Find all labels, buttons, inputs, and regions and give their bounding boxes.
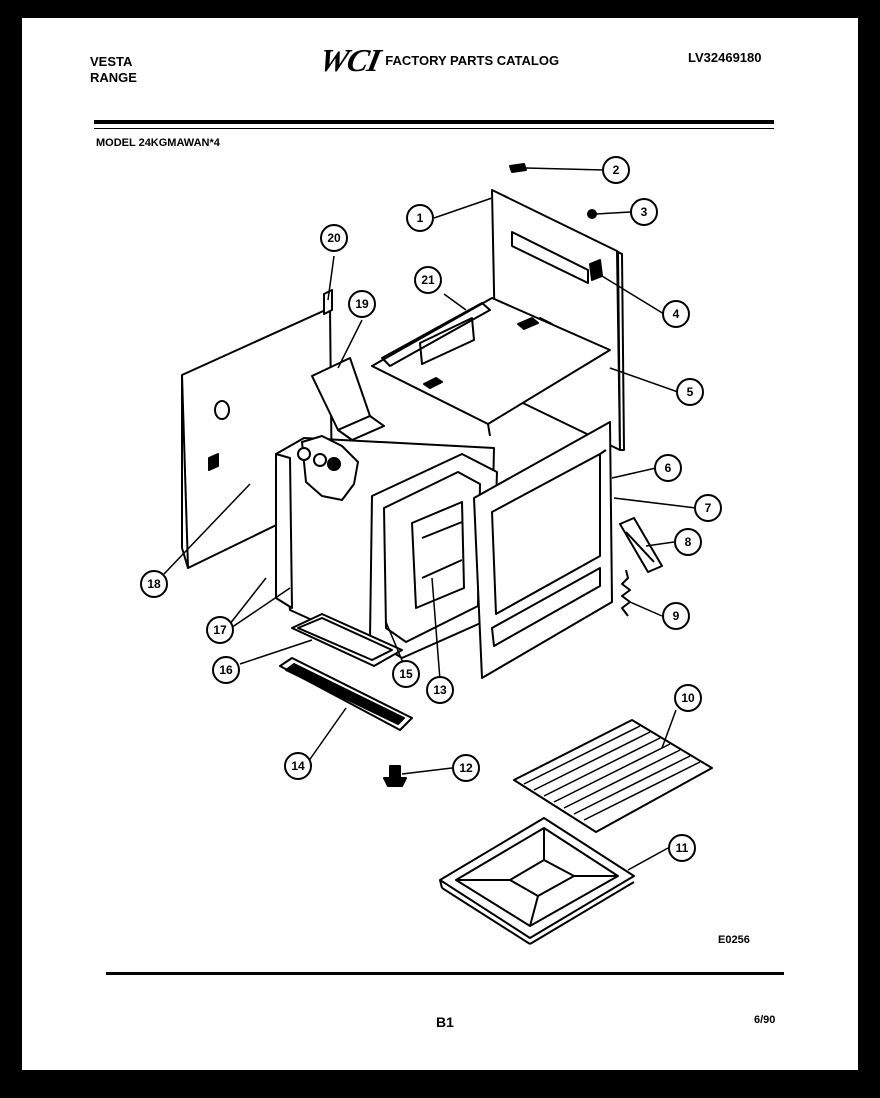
svg-text:9: 9 bbox=[673, 609, 680, 623]
brand-name: VESTA bbox=[90, 54, 133, 69]
footer-rule bbox=[106, 972, 784, 975]
callout-4: 4 bbox=[662, 300, 690, 328]
exploded-parts-diagram: 1 2 3 4 5 6 7 8 9 10 11 12 13 14 15 16 1… bbox=[140, 156, 722, 945]
svg-text:16: 16 bbox=[219, 663, 233, 677]
part-leveling-leg bbox=[383, 765, 407, 787]
callout-17: 17 bbox=[206, 616, 234, 644]
part-front-frame bbox=[369, 453, 498, 659]
callout-9: 9 bbox=[662, 602, 690, 630]
svg-text:4: 4 bbox=[673, 307, 680, 321]
callout-1: 1 bbox=[406, 204, 434, 232]
callout-10: 10 bbox=[674, 684, 702, 712]
page-number: B1 bbox=[436, 1014, 454, 1030]
leader-lines bbox=[163, 167, 697, 871]
part-broiler-pan bbox=[439, 817, 635, 945]
brand-block: VESTA RANGE bbox=[90, 54, 137, 86]
svg-text:6: 6 bbox=[665, 461, 672, 475]
callout-6: 6 bbox=[654, 454, 682, 482]
part-callouts: 1 2 3 4 5 6 7 8 9 10 11 12 13 14 15 16 1… bbox=[140, 156, 722, 862]
callout-18: 18 bbox=[140, 570, 168, 598]
callout-2: 2 bbox=[602, 156, 630, 184]
part-hinge-spring bbox=[621, 569, 631, 617]
header-title: WCI FACTORY PARTS CATALOG bbox=[316, 42, 560, 78]
diagram-code: E0256 bbox=[718, 934, 750, 946]
svg-text:20: 20 bbox=[327, 231, 341, 245]
callout-5: 5 bbox=[676, 378, 704, 406]
svg-text:11: 11 bbox=[676, 841, 689, 855]
document-id: LV32469180 bbox=[688, 50, 762, 65]
callout-13: 13 bbox=[426, 676, 454, 704]
header-rule bbox=[94, 120, 774, 124]
revision-date: 6/90 bbox=[754, 1014, 776, 1026]
callout-21: 21 bbox=[414, 266, 442, 294]
svg-text:21: 21 bbox=[421, 273, 435, 287]
svg-text:13: 13 bbox=[433, 683, 447, 697]
part-door-hinge bbox=[619, 517, 663, 573]
callout-3: 3 bbox=[630, 198, 658, 226]
callout-8: 8 bbox=[674, 528, 702, 556]
catalog-title: FACTORY PARTS CATALOG bbox=[385, 52, 560, 68]
svg-text:19: 19 bbox=[355, 297, 369, 311]
catalog-sheet: VESTA RANGE WCI FACTORY PARTS CATALOG LV… bbox=[22, 18, 858, 1070]
model-number: MODEL 24KGMAWAN*4 bbox=[96, 137, 220, 149]
svg-text:17: 17 bbox=[213, 623, 227, 637]
header-rule-thin bbox=[94, 128, 774, 129]
part-oven-rack bbox=[513, 719, 713, 833]
callout-7: 7 bbox=[694, 494, 722, 522]
callout-19: 19 bbox=[348, 290, 376, 318]
svg-text:8: 8 bbox=[685, 535, 692, 549]
callout-14: 14 bbox=[284, 752, 312, 780]
svg-text:15: 15 bbox=[399, 667, 413, 681]
svg-text:7: 7 bbox=[705, 501, 712, 515]
svg-text:14: 14 bbox=[291, 759, 305, 773]
svg-text:18: 18 bbox=[147, 577, 161, 591]
svg-text:10: 10 bbox=[681, 691, 695, 705]
part-top-panel bbox=[371, 297, 611, 437]
svg-text:5: 5 bbox=[687, 385, 694, 399]
part-vent-bracket bbox=[311, 357, 385, 441]
svg-text:2: 2 bbox=[613, 163, 620, 177]
product-type: RANGE bbox=[90, 70, 137, 85]
svg-text:1: 1 bbox=[417, 211, 424, 225]
part-oven-door bbox=[473, 421, 613, 679]
callout-16: 16 bbox=[212, 656, 240, 684]
callout-11: 11 bbox=[668, 834, 696, 862]
part-kick-panel bbox=[279, 657, 413, 731]
part-oven-bottom bbox=[291, 613, 403, 667]
svg-text:3: 3 bbox=[641, 205, 648, 219]
callout-20: 20 bbox=[320, 224, 348, 252]
callout-15: 15 bbox=[392, 660, 420, 688]
callout-12: 12 bbox=[452, 754, 480, 782]
svg-text:12: 12 bbox=[459, 761, 473, 775]
